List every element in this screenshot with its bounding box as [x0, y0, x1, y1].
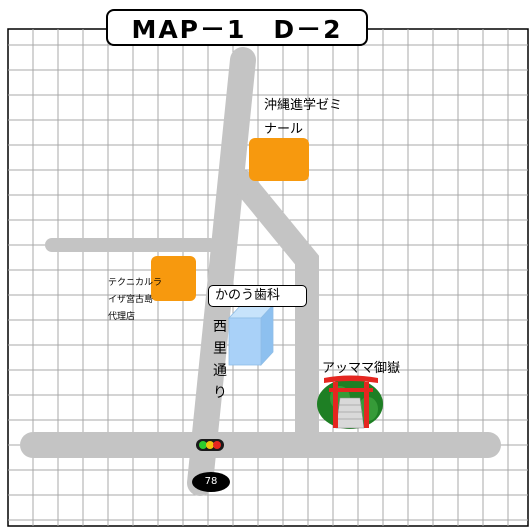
dental-clinic-label: かのう歯科 — [208, 285, 307, 307]
roads — [20, 47, 501, 496]
map-title: MAP－1 D－2 — [106, 9, 368, 46]
shrine-label: アッママ御嶽 — [322, 361, 401, 376]
traffic-light-icon — [196, 439, 224, 451]
dental-building — [228, 303, 274, 367]
juku-building — [249, 138, 309, 181]
route-shield-icon: 78 — [192, 472, 230, 492]
technical-building — [151, 256, 196, 301]
street-name-label: 西 里 通 り — [213, 319, 227, 401]
technical-label: テクニカルラ イザ宮古島 代理店 — [108, 278, 163, 322]
juku-label: 沖縄進学ゼミ ナール — [264, 98, 343, 137]
road-main-north-south — [187, 47, 256, 496]
torii-gate-icon — [317, 375, 383, 429]
road-branch-diagonal — [231, 170, 319, 452]
